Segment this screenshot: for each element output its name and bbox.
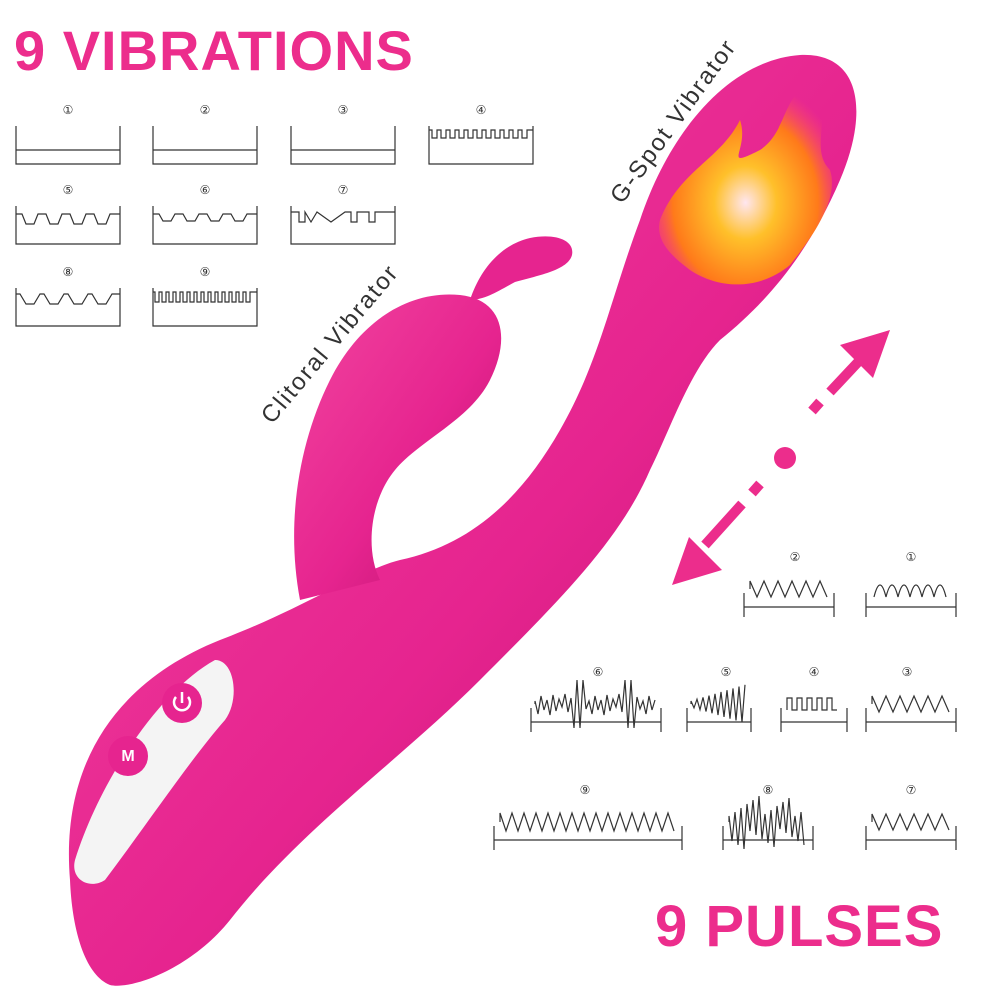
power-icon [172,692,192,712]
svg-text:⑧: ⑧ [763,783,774,797]
gspot-label: G-Spot Vibrator [605,34,742,209]
vibration-pattern-1: ① [15,100,121,166]
svg-text:④: ④ [476,103,487,117]
svg-text:⑦: ⑦ [338,183,349,197]
svg-text:⑧: ⑧ [63,265,74,279]
pulse-pattern-5: ⑤ [686,660,752,746]
svg-text:⑤: ⑤ [721,665,732,679]
pulse-pattern-3: ③ [865,660,957,746]
vibration-pattern-9: ⑨ [152,262,258,328]
svg-text:①: ① [63,103,74,117]
motion-arrow [672,330,890,585]
svg-text:⑤: ⑤ [63,183,74,197]
clitoral-arm [294,294,502,600]
svg-text:②: ② [200,103,211,117]
vibrations-title: 9 VIBRATIONS [14,19,414,82]
pulse-pattern-4: ④ [780,660,848,746]
svg-text:①: ① [906,550,917,564]
flame-graphic [659,80,832,285]
pulse-pattern-8: ⑧ [722,778,814,868]
clitoral-tip-ears [470,236,573,300]
pulse-pattern-2: ② [743,545,835,631]
svg-text:④: ④ [809,665,820,679]
svg-text:⑦: ⑦ [906,783,917,797]
vibration-pattern-8: ⑧ [15,262,121,328]
vibration-pattern-5: ⑤ [15,180,121,246]
vibration-pattern-4: ④ [428,100,534,166]
pulse-pattern-9: ⑨ [493,778,683,868]
pulse-pattern-7: ⑦ [865,778,957,868]
pulse-pattern-6: ⑥ [530,660,662,746]
vibration-pattern-6: ⑥ [152,180,258,246]
vibration-pattern-2: ② [152,100,258,166]
device-body [68,54,857,986]
mode-button[interactable] [108,736,148,776]
vibration-pattern-3: ③ [290,100,396,166]
pulses-title: 9 PULSES [655,894,944,959]
svg-text:③: ③ [902,665,913,679]
svg-text:⑨: ⑨ [200,265,211,279]
vibration-pattern-7: ⑦ [290,180,396,246]
pulse-pattern-1: ① [865,545,957,631]
svg-text:③: ③ [338,103,349,117]
svg-text:⑨: ⑨ [580,783,591,797]
mode-button-symbol: M [121,748,134,765]
clitoral-label: Clitoral Vibrator [256,259,405,429]
svg-text:②: ② [790,550,801,564]
svg-text:⑥: ⑥ [593,665,604,679]
svg-text:⑥: ⑥ [200,183,211,197]
